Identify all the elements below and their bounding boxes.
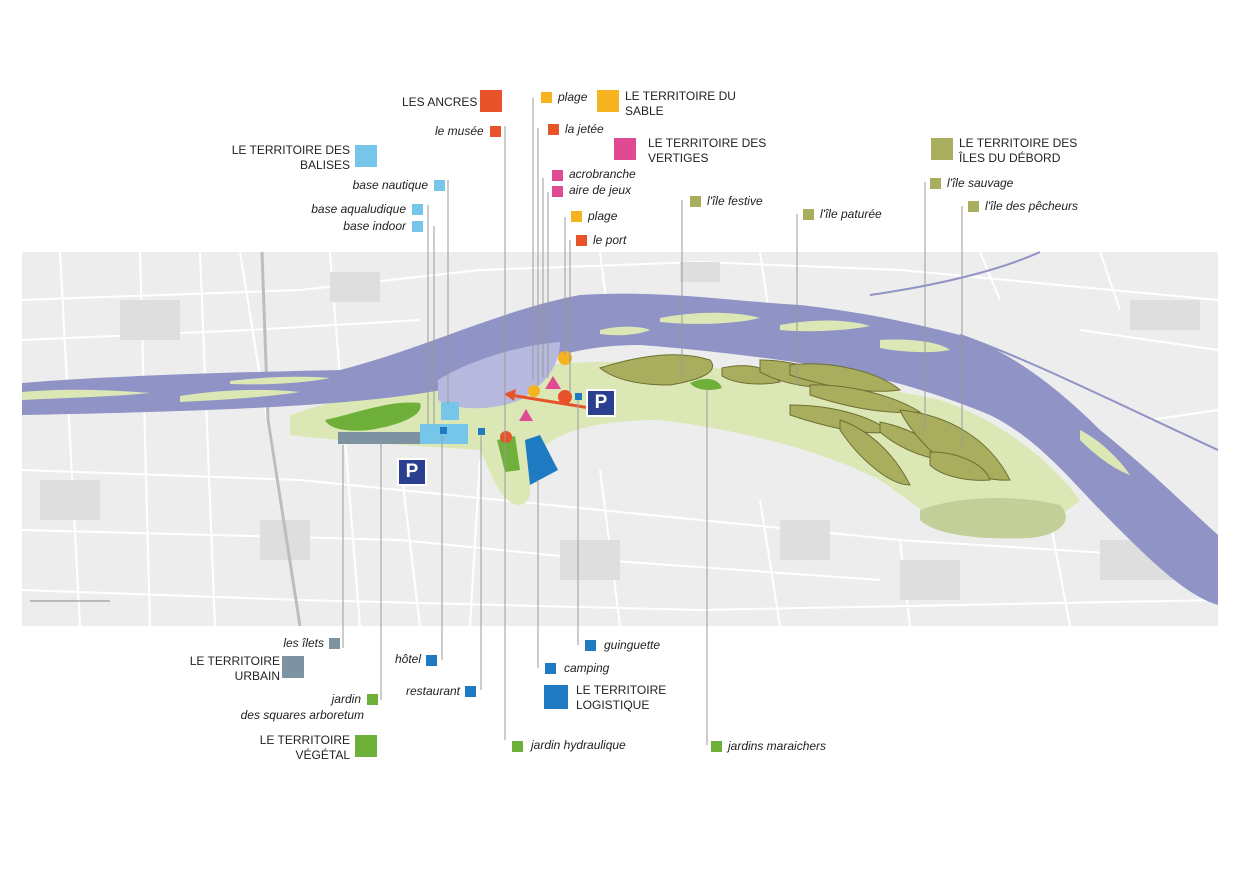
vertiges-acrobranche-swatch xyxy=(552,170,563,181)
vertiges-item-aire: aire de jeux xyxy=(569,183,632,197)
sable-item-plage-1: plage xyxy=(558,90,588,104)
vegetal-item-maraichers: jardins maraichers xyxy=(728,739,827,753)
sable-marker-plage-1 xyxy=(558,351,572,365)
vegetal-garden-west xyxy=(325,402,421,431)
vertiges-item-acrobranche: acrobranche xyxy=(569,167,636,181)
logistique-restaurant-swatch xyxy=(465,686,476,697)
vegetal-title-l1: LE TERRITOIRE xyxy=(259,733,350,747)
logistique-item-guinguette: guinguette xyxy=(604,638,661,652)
logistique-restaurant-marker xyxy=(478,428,485,435)
logistique-item-hotel: hôtel xyxy=(394,652,421,666)
sable-marker-plage-2 xyxy=(528,385,540,397)
urbain-title-l1: LE TERRITOIRE xyxy=(189,654,280,668)
vegetal-hydraulique-swatch xyxy=(512,741,523,752)
river xyxy=(22,293,1218,605)
debord-item-paturee: l'île paturée xyxy=(820,207,882,221)
logistique-title-l1: LE TERRITOIRE xyxy=(576,683,667,697)
balises-nautique-swatch xyxy=(434,180,445,191)
vertiges-marker-2 xyxy=(519,409,533,421)
sable-plage-swatch-1 xyxy=(541,92,552,103)
river-east xyxy=(869,251,1219,451)
ancres-marker-musee xyxy=(500,431,512,443)
balises-item-indoor: base indoor xyxy=(343,219,406,233)
logistique-guinguette-swatch xyxy=(585,640,596,651)
sable-plage-swatch-2 xyxy=(571,211,582,222)
logistique-item-camping: camping xyxy=(564,661,610,675)
railway xyxy=(260,251,302,627)
ancres-port-swatch xyxy=(576,235,587,246)
vegetal-title-l2: VÉGÉTAL xyxy=(295,748,350,762)
sable-title-l2: SABLE xyxy=(625,104,664,118)
logistique-hotel-marker xyxy=(440,427,447,434)
vegetal-maraichers-swatch xyxy=(711,741,722,752)
vertiges-title-l2: VERTIGES xyxy=(648,151,709,165)
balises-title-l2: BALISES xyxy=(299,158,350,172)
vegetal-item-jardin: jardin xyxy=(331,692,361,706)
balises-item-nautique: base nautique xyxy=(352,178,428,192)
vegetal-hydraulic xyxy=(497,436,520,472)
debord-pecheurs-swatch xyxy=(968,201,979,212)
ancres-swatch xyxy=(480,90,502,112)
vertiges-swatch xyxy=(614,138,636,160)
sable-title-l1: LE TERRITOIRE DU xyxy=(625,89,736,103)
balises-item-aqualudique: base aqualudique xyxy=(311,202,406,216)
ancres-arrow xyxy=(509,393,591,410)
street-network xyxy=(21,251,1219,627)
logistique-hotel-swatch xyxy=(426,655,437,666)
debord-item-festive: l'île festive xyxy=(707,194,763,208)
river-sandbanks xyxy=(22,312,1130,475)
vegetal-swatch xyxy=(355,735,377,757)
leader-lines xyxy=(342,98,963,745)
urbain-swatch xyxy=(282,656,304,678)
ancres-item-musee-swatch xyxy=(490,126,501,137)
debord-paturee-swatch xyxy=(803,209,814,220)
logistique-camping xyxy=(525,435,558,485)
vegetal-item-squares: des squares arboretum xyxy=(240,708,364,722)
debord-festive-swatch xyxy=(690,196,701,207)
logistique-guinguette-marker xyxy=(575,393,582,400)
vegetal-maraichers xyxy=(690,378,722,391)
parking-south-label: P xyxy=(405,461,419,482)
logistique-camping-swatch xyxy=(545,663,556,674)
parking-south xyxy=(397,458,427,486)
parking-north-label: P xyxy=(594,392,608,413)
balises-swatch xyxy=(355,145,377,167)
urbain-item-ilets: les îlets xyxy=(283,636,324,650)
logistique-title-l2: LOGISTIQUE xyxy=(576,698,650,712)
debord-title-l1: LE TERRITOIRE DES xyxy=(959,136,1078,150)
debord-title-l2: ÎLES DU DÉBORD xyxy=(959,151,1061,165)
sable-swatch xyxy=(597,90,619,112)
urbain-zone xyxy=(338,432,420,444)
ancres-jetee-swatch xyxy=(548,124,559,135)
vertiges-title-l1: LE TERRITOIRE DES xyxy=(648,136,767,150)
balises-aqua-swatch xyxy=(412,204,423,215)
sable-item-plage-2: plage xyxy=(588,209,618,223)
ancres-item-musee: le musée xyxy=(435,124,484,138)
debord-item-sauvage: l'île sauvage xyxy=(947,176,1014,190)
parking-north xyxy=(586,389,616,417)
logistique-item-restaurant: restaurant xyxy=(405,684,460,698)
debord-sauvage-swatch xyxy=(930,178,941,189)
balises-indoor-swatch xyxy=(412,221,423,232)
ancres-arrowhead xyxy=(504,389,516,401)
debord-item-pecheurs: l'île des pêcheurs xyxy=(985,199,1079,213)
ancres-item-port: le port xyxy=(593,233,627,247)
islands-debord xyxy=(598,354,1011,486)
vertiges-marker-1 xyxy=(545,376,561,389)
vegetal-jardin-swatch xyxy=(367,694,378,705)
ancres-item-jetee: la jetée xyxy=(565,122,604,136)
ancres-title: LES ANCRES xyxy=(402,95,478,109)
vertiges-aire-swatch xyxy=(552,186,563,197)
urbain-ilets-swatch xyxy=(329,638,340,649)
vegetal-item-hydraulique: jardin hydraulique xyxy=(531,738,626,752)
urbain-title-l2: URBAIN xyxy=(234,669,280,683)
balises-title-l1: LE TERRITOIRE DES xyxy=(231,143,350,157)
debord-swatch xyxy=(931,138,953,160)
logistique-swatch xyxy=(544,685,568,709)
ancres-marker-port xyxy=(558,390,572,404)
balises-base-nautique xyxy=(441,402,459,420)
meadow-south xyxy=(920,498,1066,539)
